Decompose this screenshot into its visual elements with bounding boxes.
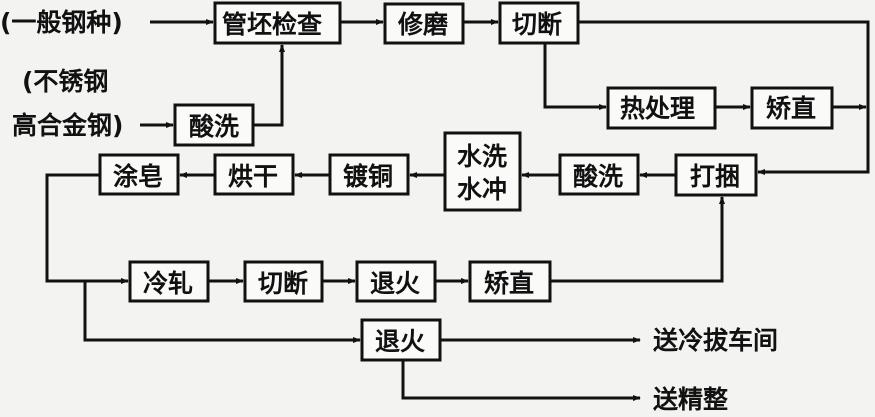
svg-text:管坯检查: 管坯检查 [222,10,322,39]
svg-text:切断: 切断 [258,269,308,298]
svg-text:水冲: 水冲 [457,175,507,204]
node-cutting1: 切断 [498,1,580,45]
arrow-pickling-to-inspection [253,44,285,127]
svg-text:切断: 切断 [512,10,562,39]
arrow-cutting-to-bundling [578,20,870,175]
node-straightening1: 矫直 [750,86,834,130]
svg-text:水洗: 水洗 [457,142,507,171]
arrow-branch-to-annealing [83,281,361,343]
input-general-steel: (一般钢种) [0,8,123,37]
node-copper-plating: 镀铜 [328,153,410,196]
arrow-cutting-to-heat [543,43,607,110]
input-stainless-line1: (不锈钢 [22,67,108,96]
output-to-cold-drawing: 送冷拔车间 [653,326,778,355]
node-drying: 烘干 [213,153,295,196]
node-bundling: 打捆 [674,153,758,197]
svg-text:冷轧: 冷轧 [143,269,193,298]
svg-text:打捆: 打捆 [690,162,740,191]
node-cold-rolling: 冷轧 [128,260,210,303]
arrow-straighten-to-bundling [550,196,725,283]
svg-text:矫直: 矫直 [484,269,534,298]
node-straightening2: 矫直 [468,260,552,303]
node-annealing2: 退火 [360,318,442,362]
input-stainless-line2: 高合金钢) [12,111,123,140]
node-grinding: 修磨 [383,2,465,45]
arrow-soaping-to-rolling [45,173,129,284]
svg-text:退火: 退火 [375,327,425,356]
svg-text:热处理: 热处理 [620,94,695,123]
node-soaping: 涂皂 [98,153,180,196]
svg-text:退火: 退火 [370,269,420,298]
node-cutting2: 切断 [243,260,324,303]
output-to-finishing: 送精整 [653,385,728,414]
node-billet-inspection: 管坯检查 [213,1,342,45]
node-annealing1: 退火 [355,260,437,303]
svg-text:修磨: 修磨 [397,10,448,39]
node-heat-treatment: 热处理 [606,86,717,130]
svg-text:烘干: 烘干 [228,162,278,191]
svg-text:镀铜: 镀铜 [343,162,393,191]
svg-text:涂皂: 涂皂 [113,162,163,191]
svg-text:矫直: 矫直 [766,94,816,123]
connectors [45,19,870,401]
svg-text:酸洗: 酸洗 [189,112,239,141]
node-pickling1: 酸洗 [173,103,255,147]
svg-text:酸洗: 酸洗 [573,162,623,191]
arrow-to-finishing [401,360,641,401]
node-pickling2: 酸洗 [558,153,640,196]
